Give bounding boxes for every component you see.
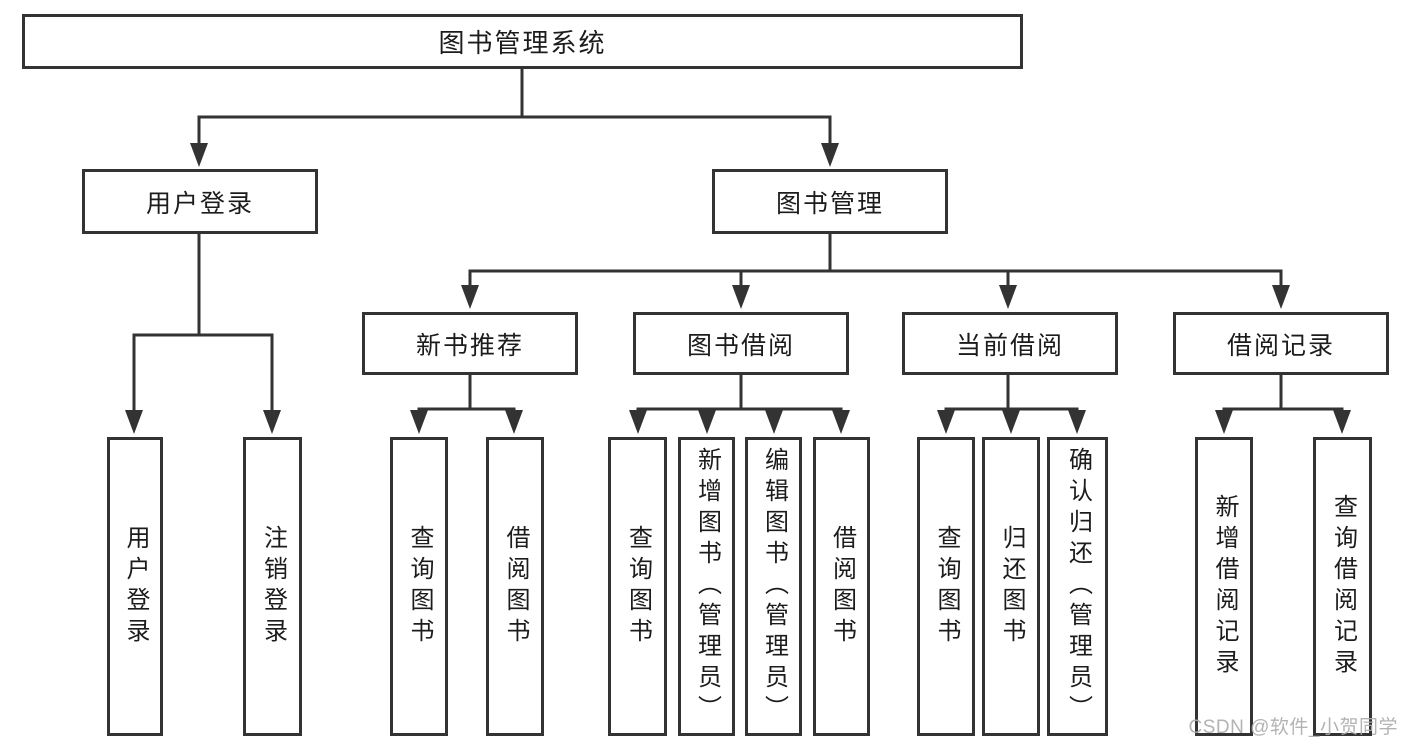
leaf-label: 归还图书 [998,524,1025,649]
leaf-query-book-2: 查询图书 [608,437,667,736]
leaf-label: 用户登录 [122,524,149,649]
leaf-label: 确认归还（管理员） [1064,447,1092,726]
node-root-system: 图书管理系统 [22,14,1023,69]
node-book-management: 图书管理 [712,169,948,234]
leaf-user-login: 用户登录 [107,437,163,736]
leaf-add-borrow-record: 新增借阅记录 [1195,437,1253,736]
leaf-label: 查询图书 [406,524,433,649]
leaf-confirm-return-admin: 确认归还（管理员） [1047,437,1108,736]
leaf-query-borrow-record: 查询借阅记录 [1313,437,1372,736]
node-label: 当前借阅 [955,331,1064,360]
leaf-label: 查询图书 [933,524,960,649]
node-label: 图书管理 [775,189,884,218]
leaf-label: 查询借阅记录 [1329,493,1357,680]
node-book-borrow: 图书借阅 [633,312,849,375]
leaf-add-book-admin: 新增图书（管理员） [678,437,735,736]
leaf-edit-book-admin: 编辑图书（管理员） [745,437,802,736]
leaf-logout: 注销登录 [243,437,302,736]
node-new-book-recommend: 新书推荐 [362,312,578,375]
leaf-return-book: 归还图书 [982,437,1040,736]
leaf-label: 借阅图书 [828,524,856,649]
node-label: 图书借阅 [686,331,795,360]
node-current-borrow: 当前借阅 [902,312,1118,375]
node-borrow-record: 借阅记录 [1173,312,1389,375]
node-label: 新书推荐 [415,331,524,360]
leaf-label: 编辑图书（管理员） [760,447,788,726]
leaf-borrow-book-2: 借阅图书 [813,437,870,736]
leaf-label: 注销登录 [259,524,287,649]
leaf-query-book-3: 查询图书 [917,437,975,736]
node-label: 用户登录 [145,189,254,218]
leaf-label: 借阅图书 [502,524,529,649]
node-label: 借阅记录 [1226,331,1335,360]
csdn-watermark: CSDN @软件_小贺同学 [1188,717,1398,738]
leaf-borrow-book-1: 借阅图书 [486,437,544,736]
leaf-label: 新增借阅记录 [1211,493,1238,680]
leaf-label: 新增图书（管理员） [693,447,721,726]
node-user-login: 用户登录 [82,169,318,234]
node-label: 图书管理系统 [438,28,607,58]
leaf-query-book-1: 查询图书 [390,437,448,736]
leaf-label: 查询图书 [624,524,652,649]
